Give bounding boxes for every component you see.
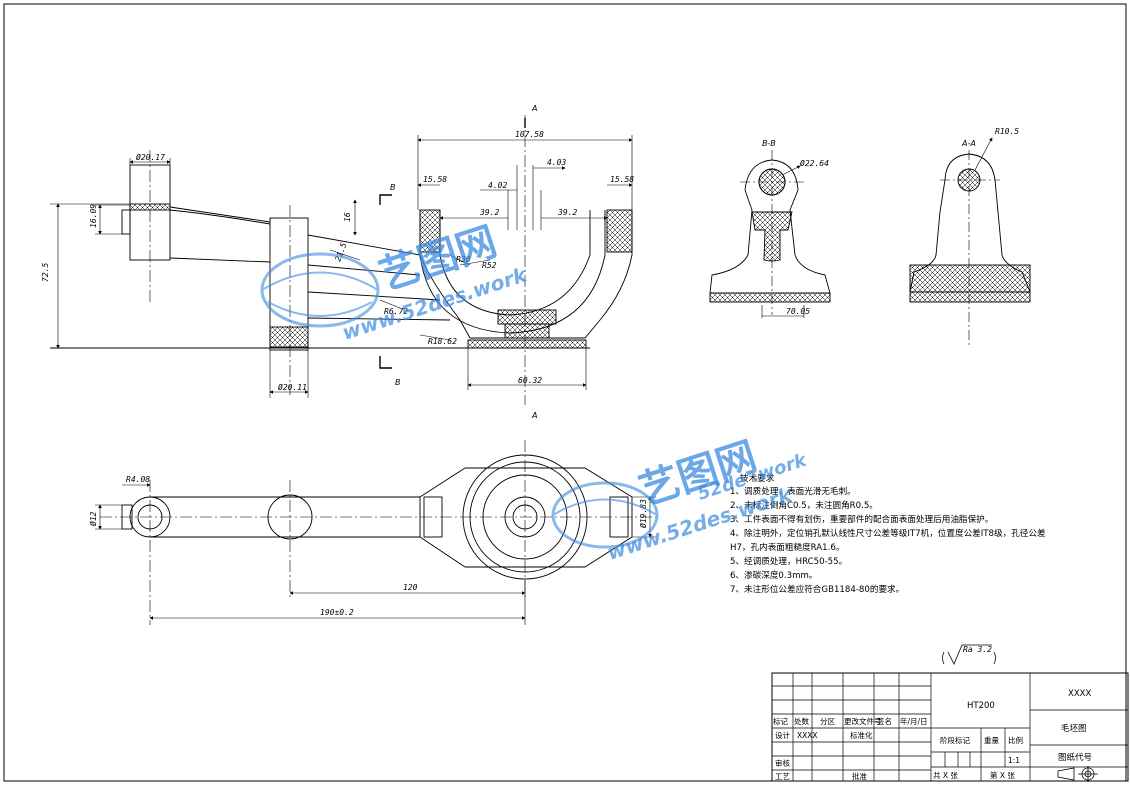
requirement-2: 2、未标注倒角C0.5，未注圆角R0.5。 xyxy=(730,499,878,511)
material: HT200 xyxy=(967,701,995,711)
dim-offset-left: 4.02 xyxy=(488,181,507,190)
drawing-number: 图纸代号 xyxy=(1058,752,1092,763)
dim-height-total: 72.5 xyxy=(41,263,50,282)
company-name: XXXX xyxy=(1068,689,1091,699)
label-change-doc: 更改文件号 xyxy=(844,716,882,726)
technical-requirements: 技术要求 1、调质处理，表面光滑无毛刺。 2、未标注倒角C0.5，未注圆角R0.… xyxy=(730,472,1046,595)
requirement-5: 5、经调质处理，HRC50-55。 xyxy=(730,555,847,567)
surface-finish-value: Ra 3.2 xyxy=(963,645,992,654)
requirement-7: 7、未注形位公差应符合GB1184-80的要求。 xyxy=(730,583,904,595)
dim-r1862: R18.62 xyxy=(428,337,457,346)
watermark-left: 艺图网 www.52des.work xyxy=(260,219,531,345)
dim-dia12: Ø12 xyxy=(88,511,98,526)
section-a-top: A xyxy=(531,104,537,113)
dim-half-right: 39.2 xyxy=(557,208,577,217)
label-mark: 标记 xyxy=(773,716,788,726)
requirement-3: 3、工件表面不得有划伤，重要部件的配合面表面处理后用油脂保护。 xyxy=(730,513,993,525)
dim-base-len: 60.32 xyxy=(518,376,542,385)
dim-boss-dia: Ø20.17 xyxy=(136,152,165,162)
design-value: XXXX xyxy=(797,731,818,740)
dim-gap-16: 16 xyxy=(343,212,352,222)
dim-aa-r: R10.5 xyxy=(995,127,1019,136)
dim-bb-dia: Ø22.64 xyxy=(800,158,829,168)
dim-boss-dia-bottom: Ø20.11 xyxy=(278,382,307,392)
label-ratio: 比例 xyxy=(1008,735,1023,745)
dim-angle: 21.5 xyxy=(333,241,348,262)
projection-symbol-icon xyxy=(1057,766,1098,782)
sheets-total: 共 X 张 xyxy=(933,771,958,780)
front-view-dims xyxy=(50,135,632,398)
watermark-globe-icon xyxy=(260,252,380,328)
dim-offset-right: 4.03 xyxy=(547,158,566,167)
requirement-4: 4、除注明外，定位销孔默认线性尺寸公差等级IT7机，位置度公差IT8级，孔径公差 xyxy=(730,527,1046,539)
label-standard: 标准化 xyxy=(850,730,873,740)
scale-value: 1:1 xyxy=(1008,756,1020,765)
front-view xyxy=(50,115,633,405)
label-sign: 签名 xyxy=(877,716,892,726)
section-aa-label: A-A xyxy=(961,139,976,148)
watermark-globe-icon-2 xyxy=(551,481,659,549)
dim-top-width: 107.58 xyxy=(515,130,544,139)
dim-r52: R52 xyxy=(482,261,497,270)
dim-half-left: 39.2 xyxy=(479,208,499,217)
label-review: 审核 xyxy=(775,758,790,768)
sheet-number: 第 X 张 xyxy=(990,770,1015,780)
dim-arm-thick: 16.09 xyxy=(89,204,98,228)
dim-len190: 190±0.2 xyxy=(320,608,354,617)
section-b-top: B xyxy=(390,183,396,192)
section-a-bottom: A xyxy=(531,411,537,420)
dim-flange-right: 15.58 xyxy=(610,175,634,184)
label-design: 设计 xyxy=(775,730,790,740)
sheet-border xyxy=(3,3,1127,782)
dim-r408: R4.08 xyxy=(126,475,150,484)
front-view-dim-text: 107.58 15.58 15.58 4.02 4.03 39.2 39.2 Ø… xyxy=(41,104,634,420)
part-name: 毛坯图 xyxy=(1061,723,1087,734)
label-date: 年/月/日 xyxy=(900,716,928,726)
label-zone: 分区 xyxy=(820,717,835,726)
label-stage-mark: 阶段标记 xyxy=(940,735,970,745)
requirement-1: 1、调质处理，表面光滑无毛刺。 xyxy=(730,485,856,497)
section-aa-view xyxy=(909,137,1031,345)
top-view xyxy=(100,440,660,625)
dim-right-hole: Ø19.83 xyxy=(638,499,648,528)
section-bb-view xyxy=(709,150,831,318)
surface-finish-symbol xyxy=(942,644,996,665)
label-count: 处数 xyxy=(794,716,809,726)
dim-r30: R30 xyxy=(456,255,471,264)
label-process: 工艺 xyxy=(775,772,790,781)
title-block xyxy=(771,672,1129,782)
dim-bb-base: 70.05 xyxy=(786,307,810,316)
label-weight: 重量 xyxy=(984,736,999,745)
requirements-title: 技术要求 xyxy=(740,472,775,484)
dim-flange-left: 15.58 xyxy=(423,175,447,184)
label-approve: 批准 xyxy=(852,771,867,781)
dim-r672: R6.72 xyxy=(384,307,408,316)
section-bb-label: B-B xyxy=(762,139,776,148)
requirement-4b: H7，孔内表面粗糙度RA1.6。 xyxy=(730,541,844,553)
section-b-bottom: B xyxy=(395,378,401,387)
title-block-text: HT200 XXXX 毛坯图 图纸代号 1:1 标记 处数 分区 更改文件号 签… xyxy=(773,689,1092,781)
requirement-6: 6、渗碳深度0.3mm。 xyxy=(730,569,817,581)
dim-len120: 120 xyxy=(403,583,418,592)
